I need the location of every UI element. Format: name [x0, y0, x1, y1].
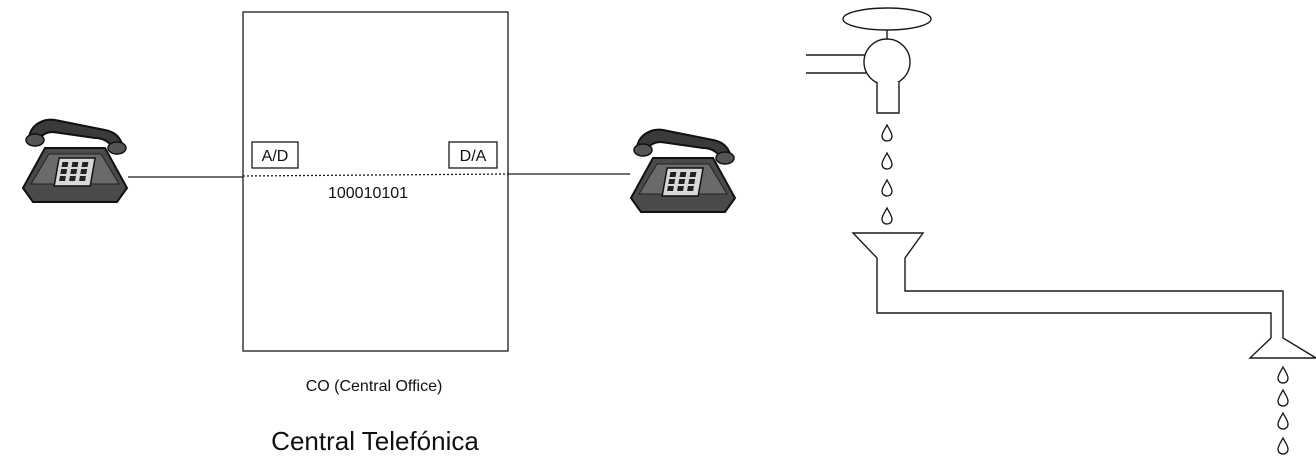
- water-drop-icon: [881, 124, 893, 225]
- faucet-icon: [806, 7, 932, 114]
- left-telephone-icon: [22, 118, 128, 203]
- co-label: CO (Central Office): [306, 378, 443, 395]
- da-converter-box: [448, 141, 498, 169]
- ad-label: A/D: [262, 148, 289, 165]
- da-label: D/A: [460, 148, 487, 165]
- binary-label: 100010101: [328, 185, 408, 202]
- central-office-box: [242, 11, 509, 352]
- output-water-drop-icon: [1277, 366, 1289, 455]
- pipe-with-funnels: [851, 232, 1316, 359]
- digital-link: [242, 173, 509, 177]
- ad-converter-box: [251, 141, 299, 169]
- right-telephone-icon: [630, 128, 736, 213]
- diagram-title: Central Telefónica: [271, 426, 479, 456]
